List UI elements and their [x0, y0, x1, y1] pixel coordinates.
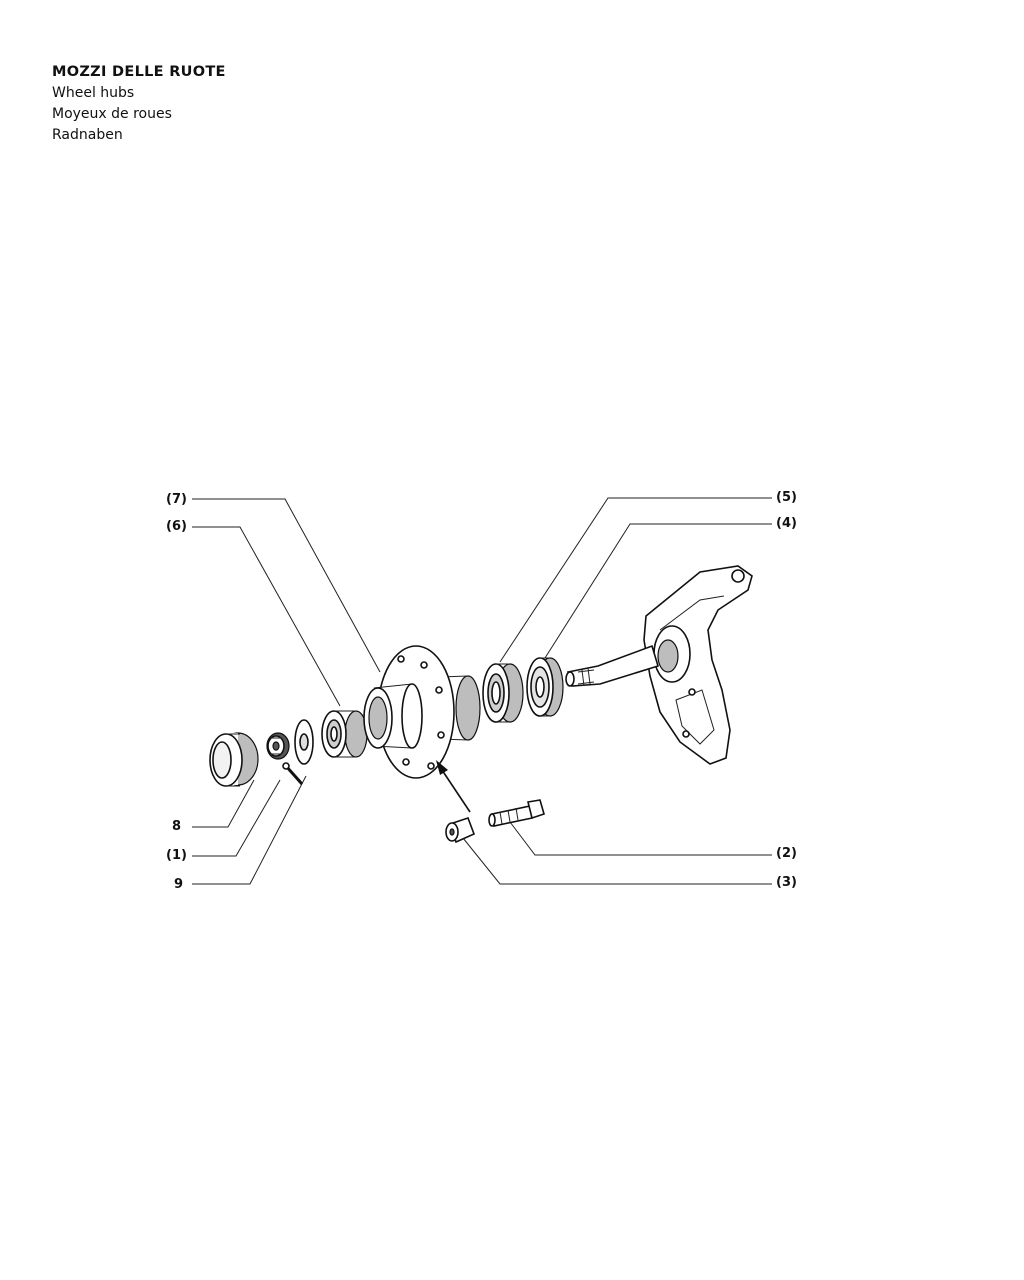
- assembly-direction-arrow: [436, 760, 471, 813]
- page-header: MOZZI DELLE RUOTE Wheel hubs Moyeux de r…: [52, 62, 226, 146]
- subtitle-french: Moyeux de roues: [52, 106, 172, 122]
- callout-3: (3): [776, 875, 797, 890]
- callout-9: 9: [174, 877, 183, 892]
- subtitle-english: Wheel hubs: [52, 85, 135, 101]
- callout-5: (5): [776, 490, 797, 505]
- callout-6: (6): [166, 519, 187, 534]
- callout-7: (7): [166, 492, 187, 507]
- leader-line-4: [544, 523, 772, 659]
- leader-line-6: [192, 526, 341, 707]
- leader-line-2: [509, 821, 772, 856]
- leader-line-1: [192, 779, 281, 857]
- castle-nut: [266, 732, 290, 760]
- subtitle-german: Radnaben: [52, 127, 123, 143]
- callout-4: (4): [776, 516, 797, 531]
- steering-knuckle: [565, 565, 753, 765]
- leader-line-5: [499, 497, 772, 663]
- leader-line-8: [192, 779, 255, 828]
- wheel-hub: [363, 645, 481, 779]
- oil-seal: [526, 657, 564, 717]
- leader-line-9: [192, 775, 307, 885]
- wheel-stud: [488, 799, 545, 827]
- page-title: MOZZI DELLE RUOTE: [52, 64, 226, 80]
- leader-line-3: [462, 837, 772, 885]
- callout-1: (1): [166, 848, 187, 863]
- inner-bearing: [482, 663, 524, 723]
- thrust-washer: [294, 719, 314, 765]
- callout-2: (2): [776, 846, 797, 861]
- wheel-nut: [445, 816, 476, 844]
- callout-8: 8: [172, 819, 181, 834]
- outer-bearing: [321, 710, 368, 758]
- leader-line-7: [192, 498, 381, 673]
- cotter-pin: [282, 762, 304, 785]
- hub-cap: [209, 732, 259, 787]
